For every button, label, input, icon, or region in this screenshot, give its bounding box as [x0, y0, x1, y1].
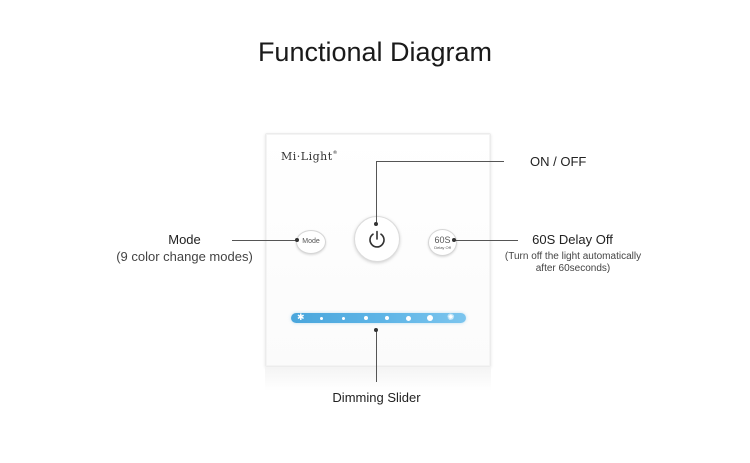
- mode-label: Mode: [168, 232, 201, 247]
- slider-leader: [376, 330, 377, 382]
- delay-leader-dot: [452, 238, 456, 242]
- dim-high-icon: ✺: [447, 312, 455, 322]
- on-off-label: ON / OFF: [530, 154, 587, 169]
- slider-step-dot: [364, 316, 368, 320]
- on-off-leader-dot: [374, 222, 378, 226]
- delay-off-button[interactable]: 60S Delay Off: [428, 229, 457, 256]
- delay-button-sublabel: Delay Off: [434, 245, 451, 250]
- dim-low-icon: ✱: [297, 312, 305, 322]
- dimming-slider[interactable]: ✱ ✺: [291, 312, 466, 323]
- brand-mark: ®: [332, 150, 339, 156]
- slider-step-dot: [385, 316, 389, 320]
- mode-button[interactable]: Mode: [296, 230, 326, 254]
- delay-leader: [454, 240, 518, 241]
- on-off-leader-vertical: [376, 161, 377, 224]
- power-icon: [369, 230, 385, 248]
- brand-logo: Mi·Light®: [281, 150, 338, 163]
- slider-step-dot: [320, 316, 323, 320]
- delay-label: 60S Delay Off: [532, 232, 613, 247]
- delay-note-line2: after 60seconds): [535, 263, 611, 274]
- panel-reflection: [265, 367, 491, 391]
- slider-step-dot: [427, 315, 433, 321]
- on-off-leader-horizontal: [376, 161, 504, 162]
- slider-leader-dot: [374, 328, 378, 332]
- mode-sublabel: (9 color change modes): [116, 249, 253, 264]
- delay-note-line1: (Turn off the light automatically: [504, 251, 642, 262]
- slider-label: Dimming Slider: [332, 390, 421, 405]
- slider-step-dot: [342, 316, 345, 320]
- mode-leader-dot: [295, 238, 299, 242]
- page-title: Functional Diagram: [257, 37, 493, 67]
- brand-text: Mi·Light: [281, 150, 333, 163]
- delay-button-label: 60S: [434, 235, 451, 245]
- slider-step-dot: [406, 315, 411, 321]
- mode-leader: [232, 240, 298, 241]
